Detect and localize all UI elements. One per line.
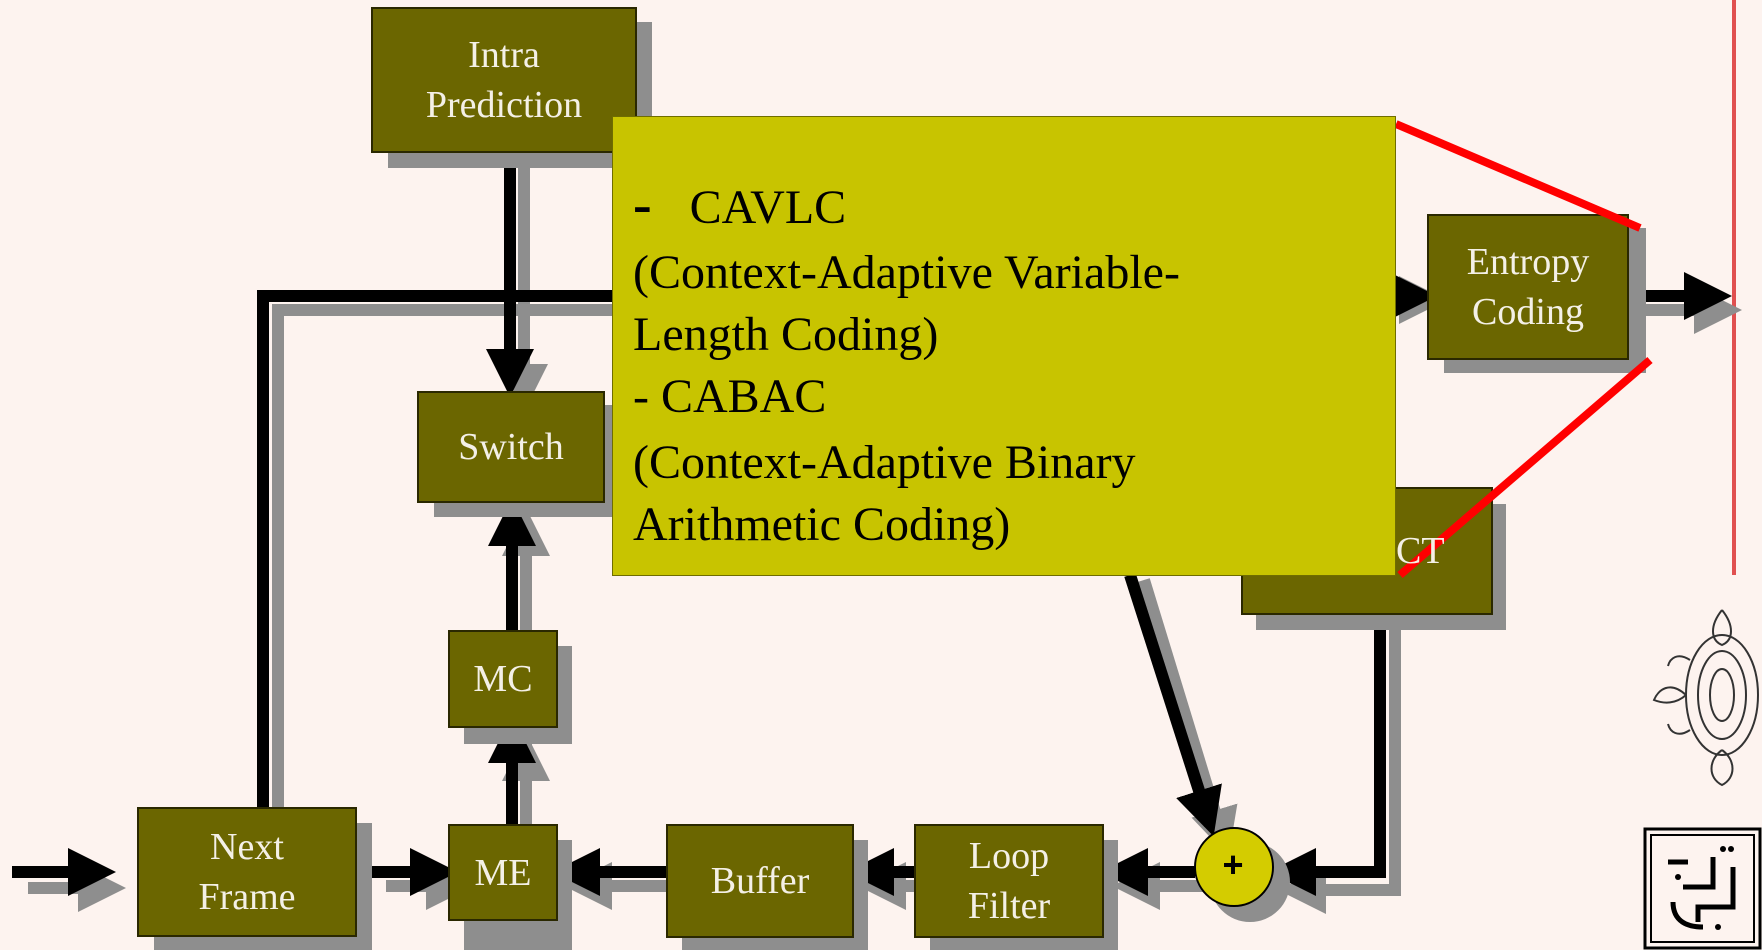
intra-prediction-block xyxy=(371,7,637,153)
callout-cavlc-text: CAVLC xyxy=(689,181,847,234)
next-frame-label: Next Frame xyxy=(198,826,296,918)
dct-label: CT xyxy=(1396,530,1445,572)
switch-block xyxy=(417,391,605,503)
callout-line-cabac: - CABAC xyxy=(633,370,827,423)
mc-label: MC xyxy=(473,658,533,700)
mc-block xyxy=(448,630,558,728)
loop-filter-label: Loop Filter xyxy=(967,835,1051,927)
entropy-coding-block xyxy=(1427,214,1629,360)
callout-dash: - xyxy=(633,174,652,236)
callout-line-cavlc: -CAVLC xyxy=(633,175,846,238)
loop-filter-block xyxy=(914,824,1104,938)
summing-junction xyxy=(1194,827,1274,907)
connector-lines xyxy=(12,150,1732,896)
callout-line-5: (Context-Adaptive Binary xyxy=(633,436,1136,489)
switch-label: Switch xyxy=(458,426,564,468)
entropy-coding-label: Entropy Coding xyxy=(1466,241,1590,333)
callout-line-2: (Context-Adaptive Variable- xyxy=(633,246,1180,299)
entropy-coding-callout: -CAVLC (Context-Adaptive Variable- Lengt… xyxy=(612,116,1396,576)
buffer-block xyxy=(666,824,854,938)
ornament-emblem-icon xyxy=(1652,609,1759,787)
me-block xyxy=(448,824,558,921)
university-logo-icon xyxy=(1643,827,1762,950)
intra-prediction-label: Intra Prediction xyxy=(425,34,583,126)
me-label: ME xyxy=(474,851,532,894)
buffer-label: Buffer xyxy=(710,860,810,902)
zoom-highlight-lines xyxy=(1394,120,1653,579)
sum-symbol: + xyxy=(1222,844,1244,885)
callout-line-3: Length Coding) xyxy=(633,308,939,361)
callout-line-6: Arithmetic Coding) xyxy=(633,498,1011,551)
next-frame-block xyxy=(137,807,357,937)
